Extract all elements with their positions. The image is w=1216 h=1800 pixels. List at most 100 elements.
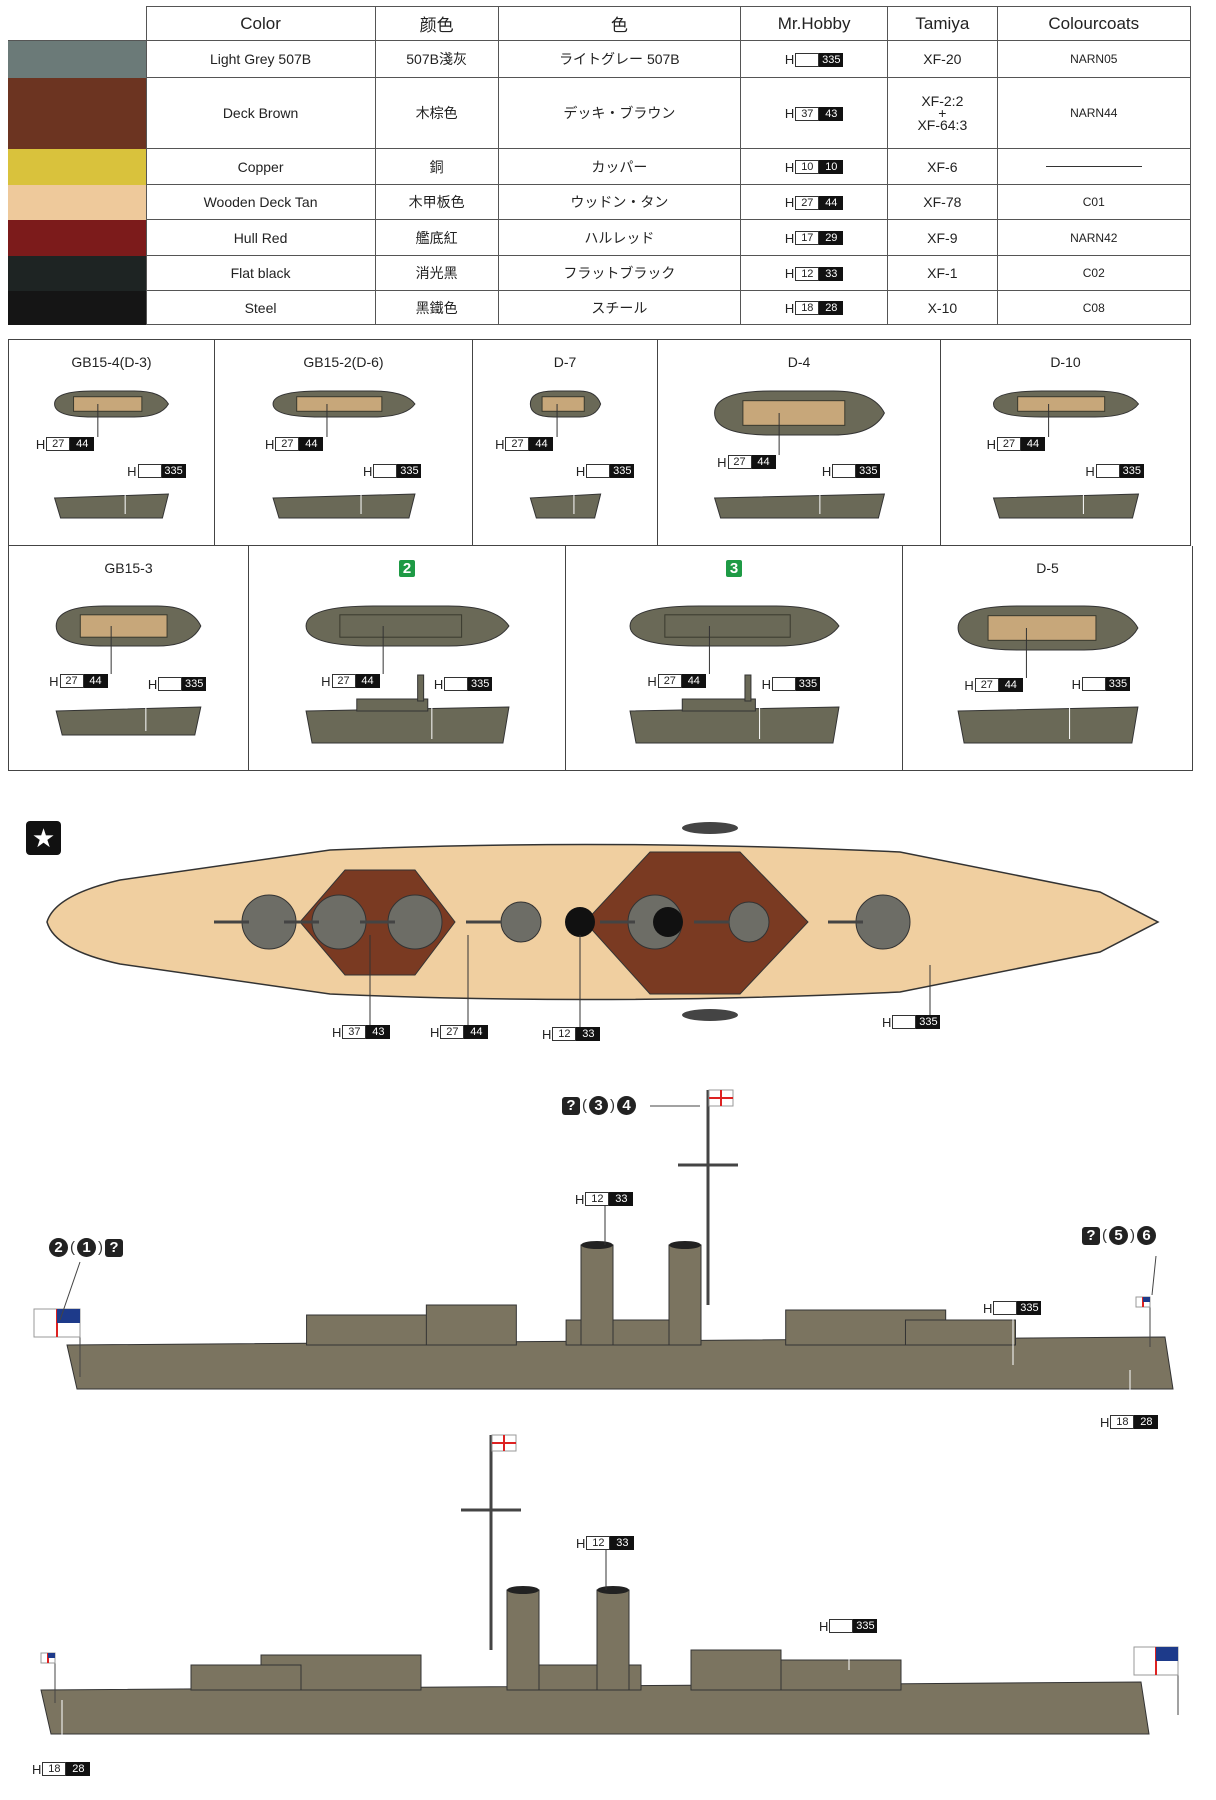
union-jack <box>48 1653 55 1658</box>
h-prefix: H <box>819 1618 829 1634</box>
gun-turret <box>855 894 911 950</box>
ship-hull <box>40 1681 1150 1735</box>
superstructure <box>306 1314 448 1346</box>
column-header: Tamiya <box>887 6 998 41</box>
code-black-box: 335 <box>916 1015 941 1029</box>
h-prefix: H <box>784 266 795 281</box>
code-white-box: 27 <box>331 674 356 688</box>
funnel-cap <box>669 1241 701 1249</box>
code-black-box: 33 <box>609 1192 634 1206</box>
code-black-box: 44 <box>83 674 108 688</box>
boat-panel: GB15-2(D-6) <box>215 339 473 546</box>
h-prefix: H <box>575 463 586 479</box>
code-white-box: 12 <box>586 1536 611 1550</box>
boat-on-deck <box>682 1009 738 1021</box>
boat-label: D-4 <box>658 354 940 370</box>
gun-turret <box>311 894 367 950</box>
h-prefix: H <box>986 436 996 452</box>
color-name-chinese: 銅 <box>374 148 499 185</box>
code-white-box: 37 <box>342 1025 367 1039</box>
white-ensign <box>1135 1296 1151 1308</box>
code-black-box: 44 <box>751 455 776 469</box>
white-ensign <box>33 1308 81 1338</box>
boat-label-text: D-7 <box>553 354 577 370</box>
h-prefix: H <box>784 52 795 67</box>
code-white-box: 27 <box>657 674 682 688</box>
tamiya-cell: XF-78 <box>887 184 998 220</box>
tamiya-cell: X-10 <box>887 290 998 325</box>
h-prefix: H <box>332 1024 342 1040</box>
code-white-box: 27 <box>974 678 999 692</box>
column-header: 色 <box>497 6 742 41</box>
colourcoats-code: NARN05 <box>1070 52 1118 66</box>
union-jack <box>1156 1647 1178 1661</box>
colourcoats-cell: C01 <box>996 184 1192 220</box>
leader-line <box>1151 1255 1157 1296</box>
color-swatch <box>8 290 146 325</box>
h-prefix: H <box>575 1191 585 1207</box>
colourcoats-code: C02 <box>1082 266 1105 280</box>
step-number: 5 <box>1109 1226 1128 1245</box>
code-black-box: 33 <box>819 266 844 281</box>
code-white-box <box>771 677 796 691</box>
boat-panel: D-4 <box>658 339 941 546</box>
code-black-box: 335 <box>397 464 422 478</box>
leader-line <box>59 1261 81 1321</box>
tamiya-code: XF-78 <box>923 194 962 210</box>
unknown-step-icon: ? <box>1082 1226 1100 1245</box>
tamiya-code: XF-9 <box>927 229 958 246</box>
gun-turret <box>387 894 443 950</box>
code-black-box: 335 <box>856 464 881 478</box>
code-white-box: 18 <box>42 1762 67 1776</box>
deck-brown-area <box>299 869 456 976</box>
h-prefix: H <box>784 300 795 316</box>
code-black-box: 44 <box>464 1025 489 1039</box>
superstructure <box>565 1319 697 1346</box>
funnel <box>580 1244 614 1346</box>
color-swatch <box>8 255 146 291</box>
color-name-japanese: ハルレッド <box>497 219 742 256</box>
code-white-box: 12 <box>585 1192 610 1206</box>
code-white-box: 27 <box>46 437 71 451</box>
code-white-box <box>158 677 183 691</box>
step-number: ( <box>582 1097 587 1114</box>
step-number: 6 <box>1137 1226 1156 1245</box>
colourcoats-code: C01 <box>1082 195 1105 209</box>
boat-label-text: GB15-4(D-3) <box>71 354 152 370</box>
step-number: ) <box>1130 1227 1135 1244</box>
color-name-japanese: スチール <box>497 290 742 325</box>
superstructure <box>190 1664 302 1691</box>
boat-label-text: D-10 <box>1050 354 1081 370</box>
code-white-box: 10 <box>795 160 820 174</box>
h-prefix: H <box>147 676 158 692</box>
h-prefix: H <box>784 159 795 175</box>
color-name-japanese: ライトグレー 507B <box>497 40 742 78</box>
tamiya-code: XF-6 <box>927 158 958 175</box>
code-white-box <box>1095 464 1120 478</box>
code-white-box <box>829 1619 854 1633</box>
funnel-top <box>653 907 683 937</box>
code-white-box <box>586 464 611 478</box>
code-black-box: 44 <box>529 437 554 451</box>
superstructure <box>510 1664 642 1691</box>
superstructure <box>425 1304 517 1346</box>
color-name: Flat black <box>145 255 376 291</box>
h-prefix: H <box>49 673 59 689</box>
code-black-box: 335 <box>819 52 844 67</box>
h-prefix: H <box>35 436 46 452</box>
